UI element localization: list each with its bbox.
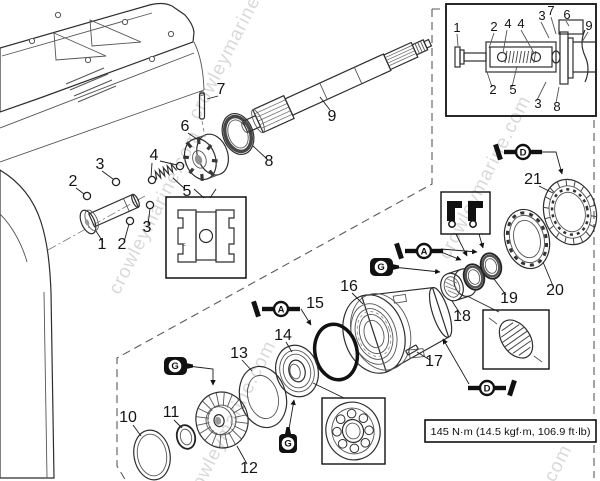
inset-label-2-8: 2 xyxy=(489,82,496,97)
part-label-20-21: 20 xyxy=(546,282,564,299)
svg-text:D: D xyxy=(520,147,527,158)
part-label-17-18: 17 xyxy=(425,353,443,370)
dashed-region-boundary xyxy=(116,8,595,481)
part-label-13-14: 13 xyxy=(230,345,248,362)
part-label-5-6: 5 xyxy=(183,183,192,200)
part-label-8-9: 8 xyxy=(265,153,274,170)
part-13-washer xyxy=(238,365,288,429)
clutch-f-mark: F xyxy=(182,244,186,250)
svg-text:D: D xyxy=(484,383,491,394)
svg-text:G: G xyxy=(284,439,291,450)
plate-rib-triangle xyxy=(53,32,107,61)
leader-lines xyxy=(75,95,564,465)
part-9-propeller-shaft xyxy=(241,38,433,134)
inset-label-9-7: 9 xyxy=(585,18,592,33)
inset-cross-section-box xyxy=(445,3,597,117)
part-label-18-19: 18 xyxy=(453,308,471,325)
grease-flags: A A D D G G G xyxy=(164,143,542,453)
part-label-2-3: 2 xyxy=(118,236,127,253)
part-5-spring xyxy=(154,161,178,180)
part-label-21-22: 21 xyxy=(524,171,542,188)
plate-rib-triangle xyxy=(89,19,142,47)
ball-bearing-detail-box xyxy=(321,397,386,465)
part-label-9-10: 9 xyxy=(328,108,337,125)
svg-text:A: A xyxy=(421,246,428,257)
part-label-15-16: 15 xyxy=(306,295,324,312)
watermark-text-4: crowleymarine.com xyxy=(185,0,286,123)
watermark-text-1: crowleymarine.com xyxy=(435,92,536,262)
torque-spec-text: 145 N·m (14.5 kgf·m, 106.9 ft·lb) xyxy=(431,426,591,438)
part-label-11-12: 11 xyxy=(163,404,180,421)
part-10-o-ring xyxy=(133,429,171,481)
part-label-2-1: 2 xyxy=(69,173,78,190)
inset-label-5-9: 5 xyxy=(509,82,516,97)
part-label-4-5: 4 xyxy=(150,147,159,164)
part-label-16-17: 16 xyxy=(340,278,358,295)
part-label-14-15: 14 xyxy=(274,327,292,344)
inset-label-1-0: 1 xyxy=(453,20,460,35)
bolt-holes xyxy=(28,11,175,64)
svg-text:G: G xyxy=(377,262,384,273)
grease-flag-D-3: D xyxy=(468,379,517,397)
inset-label-2-1: 2 xyxy=(490,19,497,34)
part-15-o-ring xyxy=(312,322,360,382)
part-19-oil-seal xyxy=(479,252,503,280)
part-20-spline-washer xyxy=(503,208,551,270)
seal-orientation-box xyxy=(440,191,491,235)
part-4-balls xyxy=(147,161,185,185)
part-7-pin xyxy=(198,91,206,138)
part-label-3-4: 3 xyxy=(143,219,152,236)
inset-leader-lines xyxy=(456,16,589,104)
detent-balls-2-3 xyxy=(82,177,155,226)
part-label-19-20: 19 xyxy=(500,290,518,307)
grease-flag-G-4: G xyxy=(164,357,193,375)
inset-label-3-10: 3 xyxy=(534,96,541,111)
inset-label-7-5: 7 xyxy=(547,3,554,18)
part-label-6-7: 6 xyxy=(181,118,190,135)
part-label-10-11: 10 xyxy=(119,409,137,426)
part-21-ring-nut xyxy=(542,178,598,246)
gearcase-housing-drawing xyxy=(0,2,205,479)
part-label-1-0: 1 xyxy=(98,236,107,253)
grease-flag-A-0: A xyxy=(251,300,300,318)
svg-text:A: A xyxy=(278,304,285,315)
part-6-clutch-dog xyxy=(183,133,229,181)
part-1-shift-plunger xyxy=(79,193,140,235)
part-label-7-8: 7 xyxy=(217,81,226,98)
seal-glyph xyxy=(468,201,483,221)
clutch-detail-box: F xyxy=(165,196,247,279)
inset-label-4-2: 4 xyxy=(504,16,511,31)
inset-label-3-4: 3 xyxy=(538,8,545,23)
inset-label-6-6: 6 xyxy=(563,7,570,22)
part-12-reverse-gear xyxy=(195,391,249,449)
part-label-12-13: 12 xyxy=(240,460,258,477)
inset-label-4-3: 4 xyxy=(517,16,524,31)
inset-label-8-11: 8 xyxy=(553,99,560,114)
watermark-text-2: crowleymarine.com xyxy=(476,441,577,481)
vent-slots xyxy=(65,67,117,103)
grease-flag-A-1: A xyxy=(394,242,443,260)
grease-flag-G-5: G xyxy=(370,258,399,276)
shift-plunger-assembly xyxy=(47,161,185,251)
part-label-3-2: 3 xyxy=(96,156,105,173)
part-17-key xyxy=(405,344,419,356)
seal-glyph xyxy=(447,201,462,221)
grease-flag-D-2: D xyxy=(493,143,542,161)
part-11-ring xyxy=(175,424,197,450)
grease-flag-G-6: G xyxy=(279,427,297,453)
torque-spec-box: 145 N·m (14.5 kgf·m, 106.9 ft·lb) xyxy=(424,419,597,443)
bearing-surface-detail-box xyxy=(482,309,550,370)
svg-text:G: G xyxy=(171,361,178,372)
centerline xyxy=(47,195,146,251)
